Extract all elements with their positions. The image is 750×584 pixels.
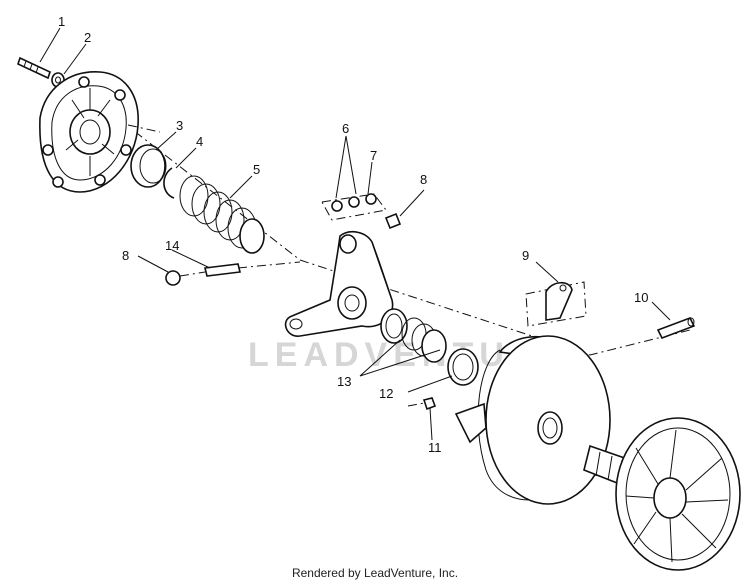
part-snap-ring <box>163 167 175 199</box>
part-ring-outer <box>447 348 479 386</box>
footer-credit: Rendered by LeadVenture, Inc. <box>291 566 459 580</box>
leader-lines <box>39 27 671 441</box>
part-spring <box>179 175 265 254</box>
callout-5: 5 <box>253 162 260 177</box>
callout-10: 10 <box>634 290 648 305</box>
callout-labels: 1 2 3 4 5 6 7 8 8 9 10 11 12 13 14 <box>58 14 648 455</box>
part-bolt <box>17 56 51 80</box>
part-long-bolt <box>656 316 696 340</box>
callout-1: 1 <box>58 14 65 29</box>
callout-11: 11 <box>428 440 442 455</box>
callout-4: 4 <box>196 134 203 149</box>
callout-14: 14 <box>165 238 179 253</box>
callout-2: 2 <box>84 30 91 45</box>
callout-8-right: 8 <box>420 172 427 187</box>
part-small-nut <box>422 397 437 411</box>
part-nuts-set <box>321 193 387 221</box>
part-pin-assembly <box>165 263 241 286</box>
callout-7: 7 <box>370 148 377 163</box>
part-cover-plate <box>39 71 161 193</box>
part-bushing <box>130 144 167 188</box>
callout-8-left: 8 <box>122 248 129 263</box>
part-spoked-wheel <box>615 417 741 571</box>
part-weight-arm <box>284 230 394 337</box>
callout-3: 3 <box>176 118 183 133</box>
part-bracket <box>525 281 587 327</box>
callout-9: 9 <box>522 248 529 263</box>
part-cap-upper <box>384 212 402 230</box>
callout-13: 13 <box>337 374 351 389</box>
callout-6: 6 <box>342 121 349 136</box>
center-axis-line <box>119 119 691 356</box>
part-ring-set <box>380 308 447 363</box>
part-sheave <box>454 335 611 505</box>
callout-12: 12 <box>379 386 393 401</box>
